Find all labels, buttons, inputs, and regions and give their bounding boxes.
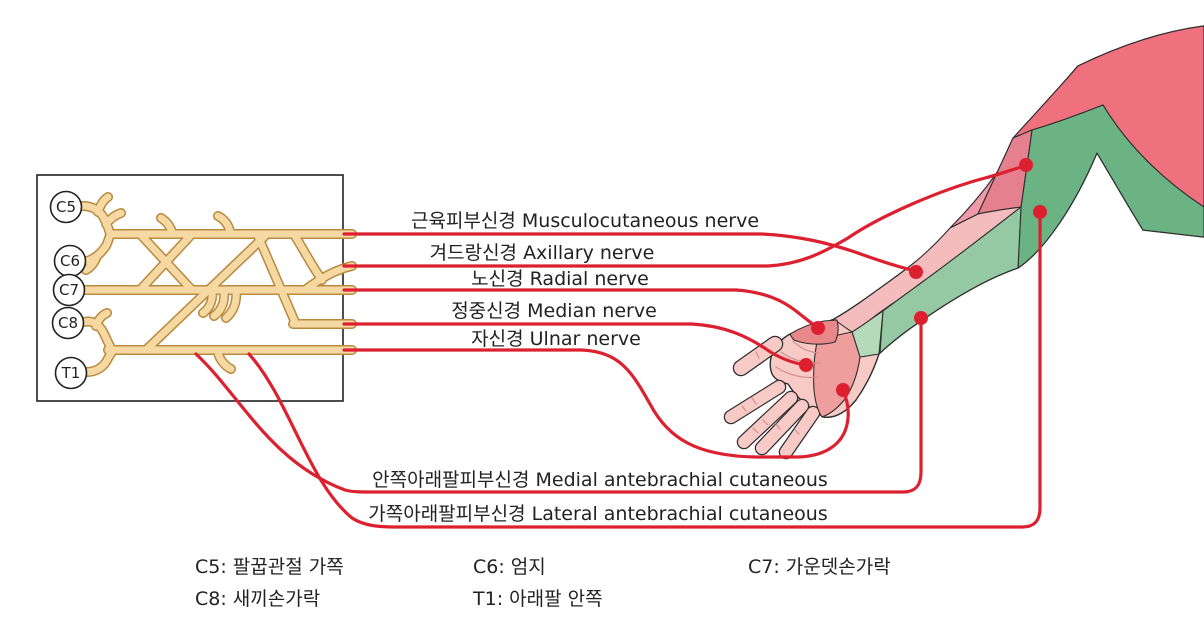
- legend-t1: T1: 아래팔 안쪽: [472, 588, 603, 610]
- legend-c8: C8: 새끼손가락: [195, 588, 320, 610]
- root-c5-label: C5: [56, 198, 76, 216]
- root-c8: C8: [51, 306, 85, 340]
- medial-antebrachial-line: [194, 318, 923, 494]
- axillary-line: [342, 164, 1027, 268]
- hand-ulnar-region: [813, 331, 861, 418]
- hand-creases: [741, 340, 821, 435]
- root-c5-circle: [49, 190, 83, 224]
- radial-dot: [811, 321, 825, 335]
- root-c6-label: C6: [60, 252, 80, 270]
- root-c8-label: C8: [58, 314, 78, 332]
- lateral-antebrachial-label: 가쪽아래팔피부신경 Lateral antebrachial cutaneous: [368, 503, 827, 525]
- root-c7-label: C7: [59, 281, 79, 299]
- median-label: 정중신경 Median nerve: [451, 300, 657, 322]
- root-c7-circle: [52, 273, 86, 307]
- legend-c5: C5: 팔꿉관절 가쪽: [195, 556, 344, 578]
- axillary-label: 겨드랑신경 Axillary nerve: [430, 242, 655, 264]
- musculocutaneous-line: [342, 232, 918, 273]
- root-c8-circle: [51, 306, 85, 340]
- radial-line: [342, 288, 819, 329]
- nerve-leader-lines: [194, 164, 1042, 529]
- nerve-endpoint-dots: [799, 158, 1047, 397]
- root-t1: T1: [54, 356, 88, 390]
- musculocutaneous-label: 근육피부신경 Musculocutaneous nerve: [411, 210, 759, 232]
- legend-c6: C6: 엄지: [473, 556, 546, 578]
- lateral-antebrachial-line: [247, 212, 1042, 529]
- lateral-antebrachial-dot: [1033, 205, 1047, 219]
- ulnar-label: 자신경 Ulnar nerve: [471, 328, 641, 350]
- median-dot: [799, 358, 813, 372]
- ring-finger: [756, 400, 808, 454]
- plexus-network: [79, 193, 356, 376]
- root-c6: C6: [53, 244, 87, 278]
- nerve-labels: 근육피부신경 Musculocutaneous nerve 겨드랑신경 Axil…: [368, 210, 828, 525]
- root-c5: C5: [49, 190, 83, 224]
- plexus-box-group: C5 C6 C7 C8 T1: [36, 174, 357, 402]
- root-c7: C7: [52, 273, 86, 307]
- ulnar-line: [342, 348, 850, 459]
- legend-c7: C7: 가운뎃손가락: [748, 556, 891, 578]
- medial-antebrachial-label: 안쪽아래팔피부신경 Medial antebrachial cutaneous: [372, 469, 828, 491]
- radial-label: 노신경 Radial nerve: [471, 268, 649, 290]
- pinky-finger: [780, 407, 819, 458]
- musculocutaneous-dot: [909, 265, 923, 279]
- median-line: [342, 322, 807, 367]
- root-t1-circle: [54, 356, 88, 390]
- medial-antebrachial-dot: [914, 311, 928, 325]
- middle-finger: [738, 392, 797, 448]
- root-t1-label: T1: [61, 364, 81, 382]
- ulnar-dot: [836, 383, 850, 397]
- legend: C5: 팔꿉관절 가쪽 C8: 새끼손가락 C6: 엄지 T1: 아래팔 안쪽 …: [195, 556, 891, 610]
- axillary-dot: [1019, 158, 1033, 172]
